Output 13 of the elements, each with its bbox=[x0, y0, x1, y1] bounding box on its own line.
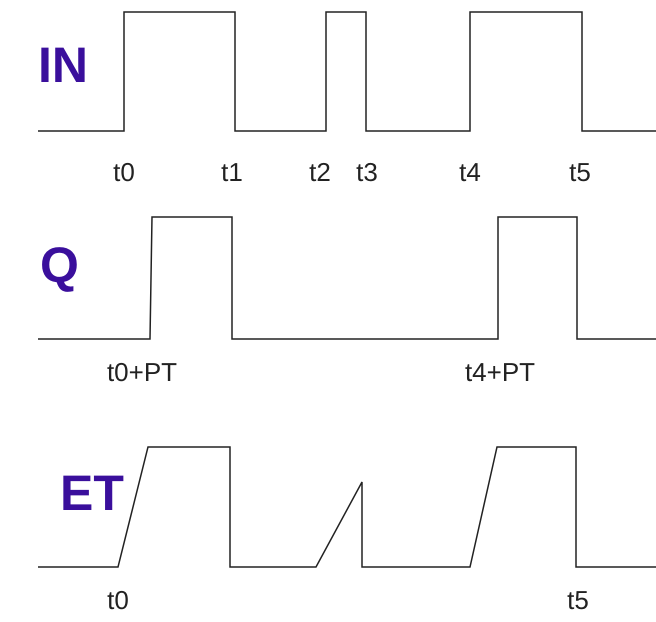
time-label: t3 bbox=[356, 159, 378, 185]
time-label: t0 bbox=[113, 159, 135, 185]
time-label: t5 bbox=[567, 587, 589, 613]
time-label: t4 bbox=[459, 159, 481, 185]
signal-name: IN bbox=[38, 40, 88, 90]
signal-name: ET bbox=[60, 468, 124, 518]
time-label: t4+PT bbox=[464, 359, 536, 385]
time-label: t0 bbox=[107, 587, 129, 613]
time-label: t5 bbox=[569, 159, 591, 185]
time-label: t1 bbox=[221, 159, 243, 185]
time-label: t2 bbox=[309, 159, 331, 185]
time-label: t0+PT bbox=[106, 359, 178, 385]
signal-name: Q bbox=[40, 240, 79, 290]
